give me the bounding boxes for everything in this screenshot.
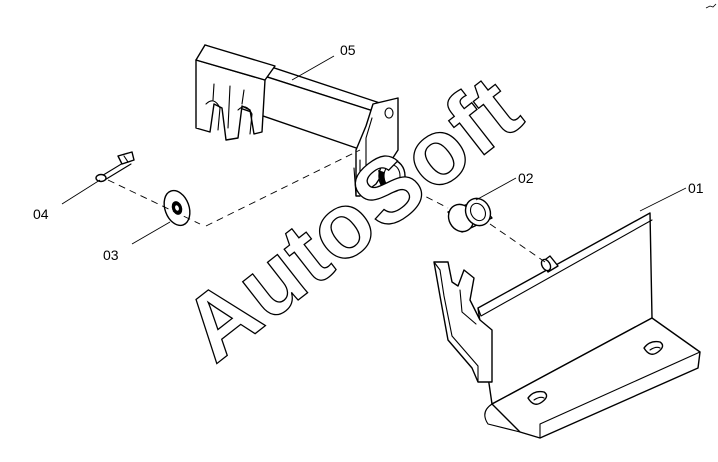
callout-01: 01 bbox=[688, 180, 704, 196]
assembly-axis-line bbox=[107, 149, 361, 227]
corner-mark bbox=[705, 3, 717, 9]
leader-02 bbox=[475, 177, 517, 201]
part-03-washer bbox=[163, 189, 191, 227]
callout-04: 04 bbox=[33, 206, 49, 222]
callout-03: 03 bbox=[103, 247, 119, 263]
part-02-bushing bbox=[447, 197, 493, 233]
callout-02: 02 bbox=[518, 170, 534, 186]
part-04-clevis-pin bbox=[95, 151, 135, 183]
leader-04 bbox=[61, 179, 101, 205]
callout-05: 05 bbox=[340, 42, 356, 58]
part-05-fork-bracket bbox=[195, 44, 406, 197]
leader-01 bbox=[639, 187, 687, 212]
assembly-axis-line-right bbox=[404, 185, 546, 263]
part-01-base-bracket bbox=[433, 212, 701, 439]
leader-05 bbox=[291, 55, 335, 81]
leader-03 bbox=[131, 221, 171, 245]
